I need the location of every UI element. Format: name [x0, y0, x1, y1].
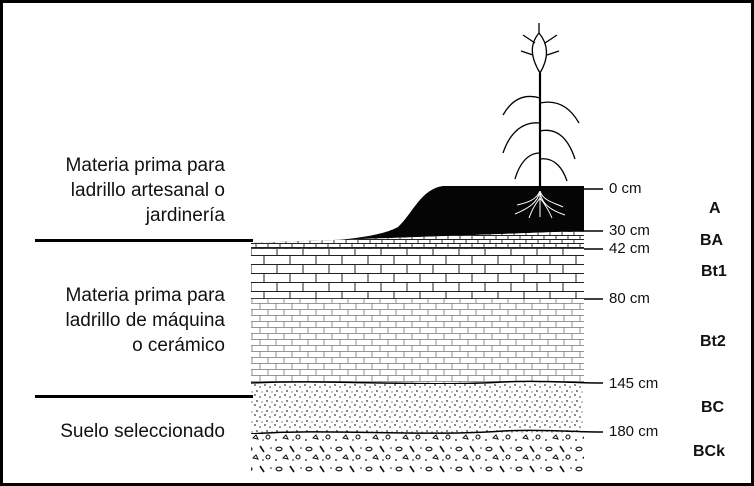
depth-42cm: 42 cm [609, 240, 650, 257]
horizon-label-bt1: Bt1 [701, 263, 727, 280]
horizon-label-bc: BC [701, 399, 725, 416]
label-artisanal-brick: Materia prima para ladrillo artesanal o … [65, 155, 225, 226]
plant-icon [502, 23, 580, 191]
label-selected-soil: Suelo seleccionado [60, 421, 225, 442]
depth-80cm: 80 cm [609, 290, 650, 307]
roots-icon [514, 190, 566, 219]
horizon-label-ba: BA [700, 232, 724, 249]
horizon-label-bck: BCk [693, 443, 726, 460]
depth-30cm: 30 cm [609, 222, 650, 239]
horizon-bc-layer [251, 384, 584, 434]
label-machine-brick: Materia prima para ladrillo de máquina o… [65, 285, 226, 356]
horizon-bt2-layer [251, 299, 584, 383]
soil-profile-diagram [250, 23, 604, 474]
depth-ticks [584, 188, 603, 232]
lower-separator-line [35, 395, 253, 398]
horizon-a-layer [251, 186, 584, 243]
depth-145cm: 145 cm [609, 375, 659, 392]
horizon-bck-layer [251, 434, 584, 474]
horizon-label-bt2: Bt2 [700, 333, 726, 350]
upper-separator-line [35, 239, 253, 242]
horizon-bt1-layer [251, 249, 584, 299]
horizon-ba-layer [251, 231, 584, 249]
horizon-label-a: A [709, 200, 721, 217]
depth-180cm: 180 cm [609, 423, 659, 440]
depth-0cm: 0 cm [609, 180, 642, 197]
